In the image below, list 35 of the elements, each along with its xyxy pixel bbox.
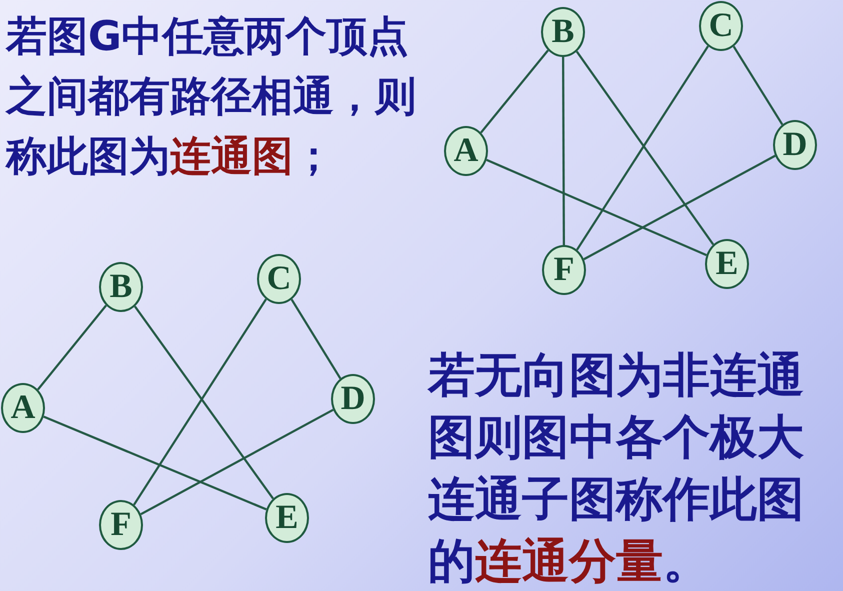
paragraph-text: 若无向图为非连通图则图中各个极大连通子图称作此图的连通分量。 (428, 347, 805, 591)
vertex-label: C (708, 9, 734, 43)
vertex-circle (542, 245, 586, 295)
vertex-circle (99, 500, 143, 550)
vertex-label: C (266, 262, 292, 296)
vertex-label: E (276, 501, 298, 535)
vertex-label: F (110, 508, 132, 542)
graph-edge (43, 416, 267, 510)
vertex-circle (699, 1, 743, 51)
graph-edge (562, 57, 565, 245)
graph-edge (486, 158, 707, 256)
vertex-circle (541, 7, 585, 57)
vertex-label: A (10, 391, 36, 425)
vertex-label: D (782, 128, 808, 162)
vertex-circle (331, 374, 375, 424)
vertex-circle (773, 120, 817, 170)
vertex-circle (1, 383, 45, 433)
vertex-label: D (340, 382, 366, 416)
vertex-label: B (552, 15, 574, 49)
graph-edge (732, 46, 784, 126)
vertex-circle (705, 239, 749, 289)
paragraph-text: 若图G中任意两个顶点之间都有路径相通，则称此图为连通图； (6, 11, 417, 182)
vertex-label: A (454, 134, 478, 168)
vertex-label: E (716, 247, 738, 281)
vertex-label: B (110, 270, 132, 304)
vertex-circle (99, 262, 143, 312)
graph-edge (480, 50, 549, 134)
vertex-circle (265, 493, 309, 543)
vertex-circle (444, 126, 488, 176)
graph-edge (140, 408, 334, 516)
graph-edge (290, 298, 342, 380)
graph-edge (37, 304, 107, 390)
vertex-label: F (554, 253, 574, 287)
graph-edge (583, 154, 776, 260)
vertex-circle (257, 254, 301, 304)
